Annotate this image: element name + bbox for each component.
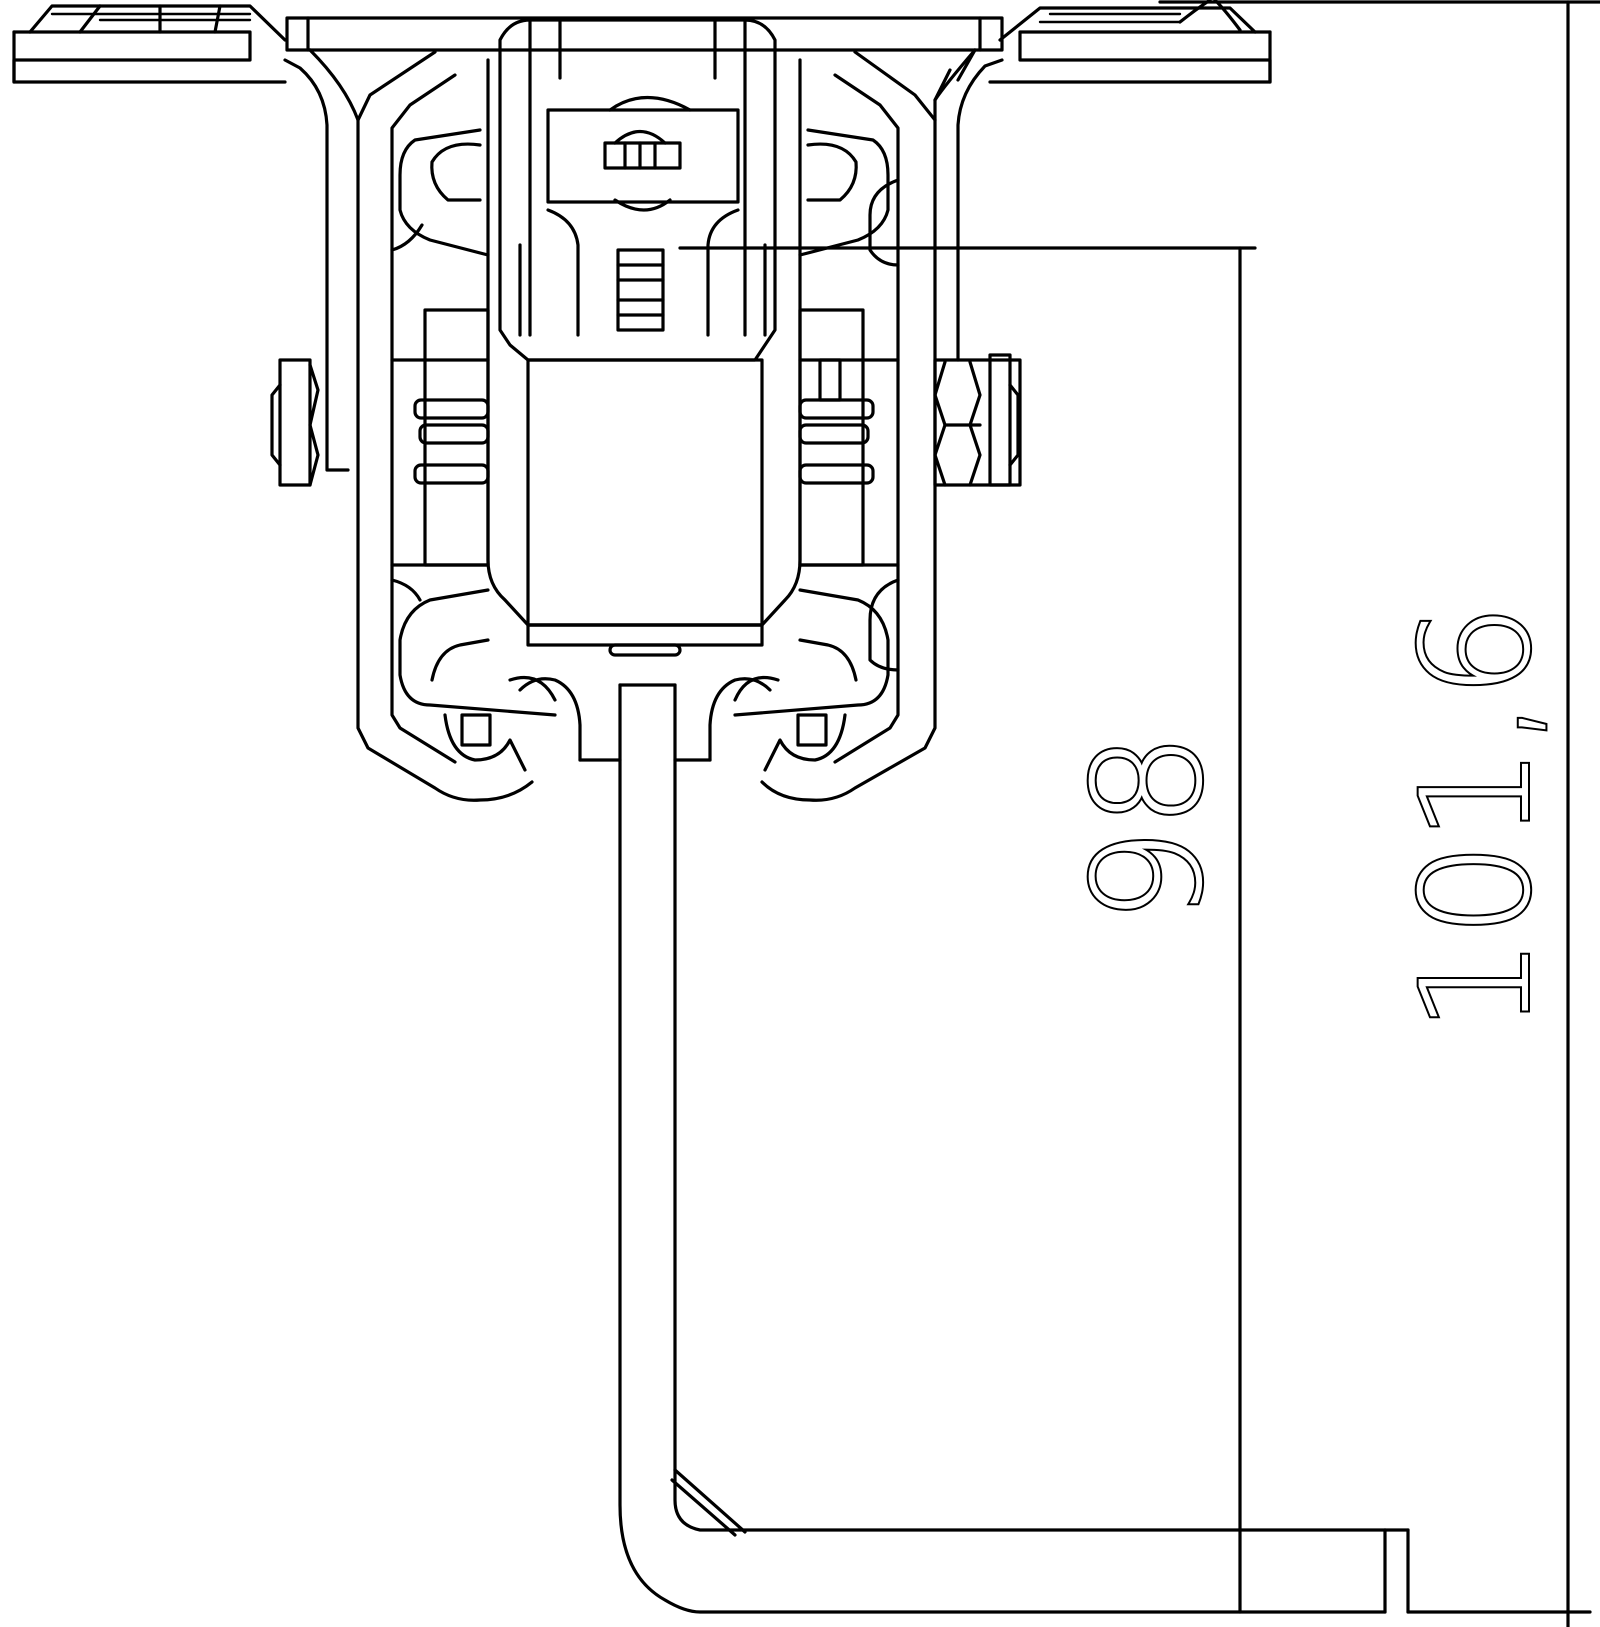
dimension-label-98: 98 xyxy=(1062,733,1236,924)
mounting-plate xyxy=(12,0,1272,84)
right-side-bolt xyxy=(933,353,1022,487)
inner-mechanism xyxy=(486,18,802,657)
right-rollers xyxy=(733,128,900,772)
outer-housing xyxy=(283,48,1004,802)
bottom-clamp xyxy=(518,677,772,762)
dimension-lines xyxy=(678,0,1600,1627)
rod xyxy=(618,683,1410,1614)
dimension-label-101-6: 101,6 xyxy=(1390,603,1564,1032)
left-rollers xyxy=(390,128,557,772)
left-side-bolt xyxy=(270,358,320,487)
